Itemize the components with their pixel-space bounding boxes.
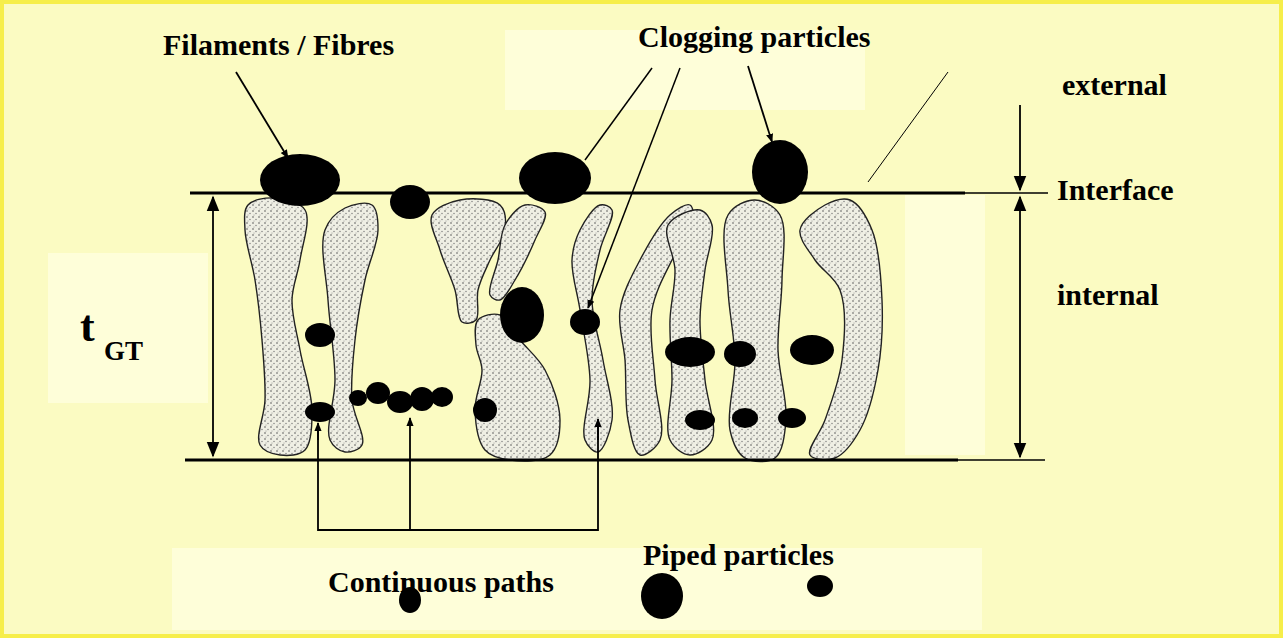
piped-particle (807, 575, 833, 597)
thickness-subscript: GT (104, 337, 143, 367)
interface-line (190, 192, 965, 195)
clogging-particle (500, 287, 544, 343)
paths-arrow (409, 418, 411, 530)
clogging-particle (349, 390, 367, 406)
clogging-particle (260, 154, 340, 206)
clogging-particle (724, 341, 756, 367)
clogging-particle (685, 410, 715, 430)
clogging-particle (390, 185, 430, 219)
label-patch (48, 253, 208, 403)
zone-label: internal (1057, 278, 1159, 311)
fibre (245, 198, 312, 456)
interface-mark (868, 72, 948, 182)
interface-leader (965, 192, 1048, 194)
paths-bracket (318, 420, 598, 530)
fibre (489, 205, 545, 300)
thickness-symbol: t (80, 303, 95, 351)
clogging-particle (778, 408, 806, 428)
clogging-particle (366, 382, 390, 404)
clogging-leader (748, 66, 772, 142)
clogging-particle (305, 323, 335, 347)
clogging-leader (588, 68, 680, 308)
bottom-face-line (185, 459, 958, 462)
clogging-particle (410, 387, 434, 411)
fibre (724, 200, 786, 462)
zone-label: Interface (1057, 173, 1174, 206)
thickness-dimension (212, 197, 214, 456)
paths-arrow (317, 423, 319, 440)
internal-dimension (1019, 197, 1021, 457)
fibre (431, 199, 505, 323)
external-arrow (1019, 105, 1021, 190)
clogging-particle (387, 391, 413, 413)
particle-group (260, 140, 834, 430)
clogging-particle (305, 402, 335, 422)
piped-particle (641, 573, 683, 619)
fibre (800, 199, 882, 460)
clogging-particle (732, 408, 758, 428)
bottom-face-leader (958, 459, 1045, 461)
clogging-particle (519, 152, 591, 204)
clogging-particle (665, 337, 715, 367)
part-label: Continuous paths (328, 565, 554, 598)
clogging-particle (790, 335, 834, 365)
clogging-particle (473, 398, 497, 422)
clogging-leader (585, 68, 652, 160)
label-patch (172, 548, 982, 630)
part-label: Filaments / Fibres (163, 28, 394, 61)
fibre-group (245, 198, 883, 462)
label-patch (905, 195, 985, 455)
clogging-particle (570, 309, 600, 335)
clogging-particle (431, 387, 453, 407)
part-label: Piped particles (643, 538, 834, 571)
zone-label: external (1062, 68, 1167, 101)
paths-arrow (597, 419, 599, 440)
part-label: Clogging particles (638, 20, 871, 53)
fibre-leader (236, 72, 288, 158)
